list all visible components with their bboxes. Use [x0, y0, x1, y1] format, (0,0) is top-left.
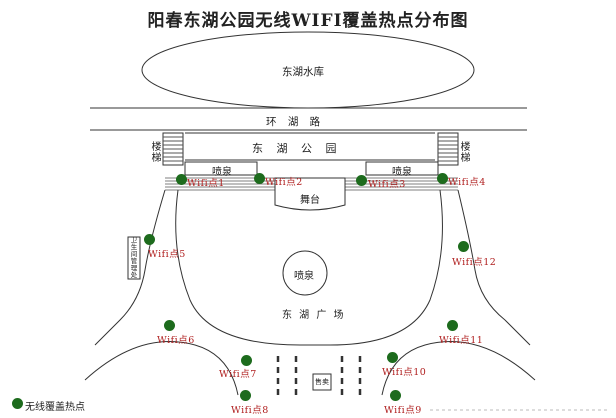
wifi-hotspot-2-marker [254, 173, 265, 184]
wifi-hotspot-2-label: Wifi点2 [265, 177, 303, 188]
legend-marker [12, 398, 23, 409]
fountain-left-label: 喷泉 [212, 167, 232, 178]
wifi-hotspot-1-marker [176, 174, 187, 185]
side-building-label: 卫生间管理处 [130, 236, 138, 279]
wifi-hotspot-5-marker [144, 234, 155, 245]
stairs-right-label: 楼梯 [460, 142, 471, 164]
lower-left-path [84, 341, 239, 396]
lower-right-path [381, 341, 536, 396]
wifi-hotspot-10-marker [387, 352, 398, 363]
wifi-hotspot-6-label: Wifi点6 [157, 335, 195, 346]
kiosk-label: 售卖 [315, 378, 329, 386]
plaza-outline [175, 189, 443, 346]
stage-label: 舞台 [300, 195, 320, 206]
outer-right-path [457, 189, 531, 346]
fountain-left-box [184, 161, 258, 176]
stairs-right-shape [437, 132, 459, 166]
legend-label: 无线覆盖热点 [25, 402, 85, 413]
wifi-hotspot-8-label: Wifi点8 [231, 405, 269, 416]
wifi-hotspot-4-marker [437, 173, 448, 184]
wifi-hotspot-6-marker [164, 320, 175, 331]
wifi-hotspot-7-marker [241, 355, 252, 366]
stairs-left-label: 楼梯 [151, 142, 162, 164]
wifi-hotspot-5-label: Wifi点5 [148, 249, 186, 260]
stage-shape [274, 177, 346, 211]
fountain-right-label: 喷泉 [392, 167, 412, 178]
wifi-hotspot-12-label: Wifi点12 [452, 257, 497, 268]
stairs-left-shape [162, 132, 184, 166]
wifi-hotspot-3-label: Wifi点3 [368, 179, 406, 190]
fountain-right-box [365, 161, 439, 176]
center-fountain-label: 喷泉 [294, 271, 314, 282]
outer-left-path [94, 189, 166, 346]
wifi-hotspot-4-label: Wifi点4 [448, 177, 486, 188]
wifi-hotspot-8-marker [240, 390, 251, 401]
kiosk-box [312, 373, 332, 391]
wifi-hotspot-9-marker [390, 390, 401, 401]
wifi-hotspot-12-marker [458, 241, 469, 252]
wifi-hotspot-1-label: Wifi点1 [187, 178, 225, 189]
plaza-label: 东 湖 广 场 [282, 310, 346, 321]
road-markings [276, 356, 362, 400]
wifi-hotspot-10-label: Wifi点10 [382, 367, 427, 378]
wifi-hotspot-11-marker [447, 320, 458, 331]
ring-road-label: 环 湖 路 [266, 116, 325, 128]
side-building-box [127, 236, 141, 280]
wifi-hotspot-9-label: Wifi点9 [384, 405, 422, 416]
wifi-hotspot-3-marker [356, 175, 367, 186]
reservoir-label: 东湖水库 [282, 66, 324, 78]
center-fountain-circle [282, 250, 328, 296]
park-label: 东 湖 公 园 [252, 142, 342, 155]
map-title: 阳春东湖公园无线WIFI覆盖热点分布图 [147, 11, 469, 31]
wifi-hotspot-11-label: Wifi点11 [439, 335, 484, 346]
wifi-hotspot-7-label: Wifi点7 [219, 369, 257, 380]
